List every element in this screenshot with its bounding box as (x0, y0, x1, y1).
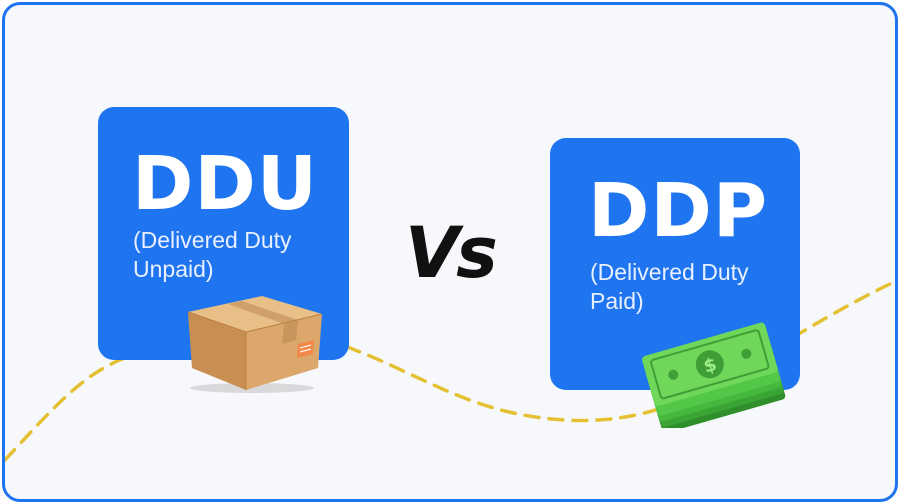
cardboard-box-icon (187, 296, 323, 393)
ddp-title: DDP (588, 168, 769, 254)
ddp-subtitle: (Delivered Duty Paid) (590, 259, 749, 314)
versus-label: Vs (405, 212, 498, 294)
ddu-subtitle: (Delivered Duty Unpaid) (133, 227, 292, 282)
ddu-card: DDU (Delivered Duty Unpaid) (98, 107, 349, 360)
svg-text:$: $ (701, 354, 719, 378)
ddu-title: DDU (132, 141, 318, 227)
cash-stack-icon: $ (642, 322, 786, 428)
